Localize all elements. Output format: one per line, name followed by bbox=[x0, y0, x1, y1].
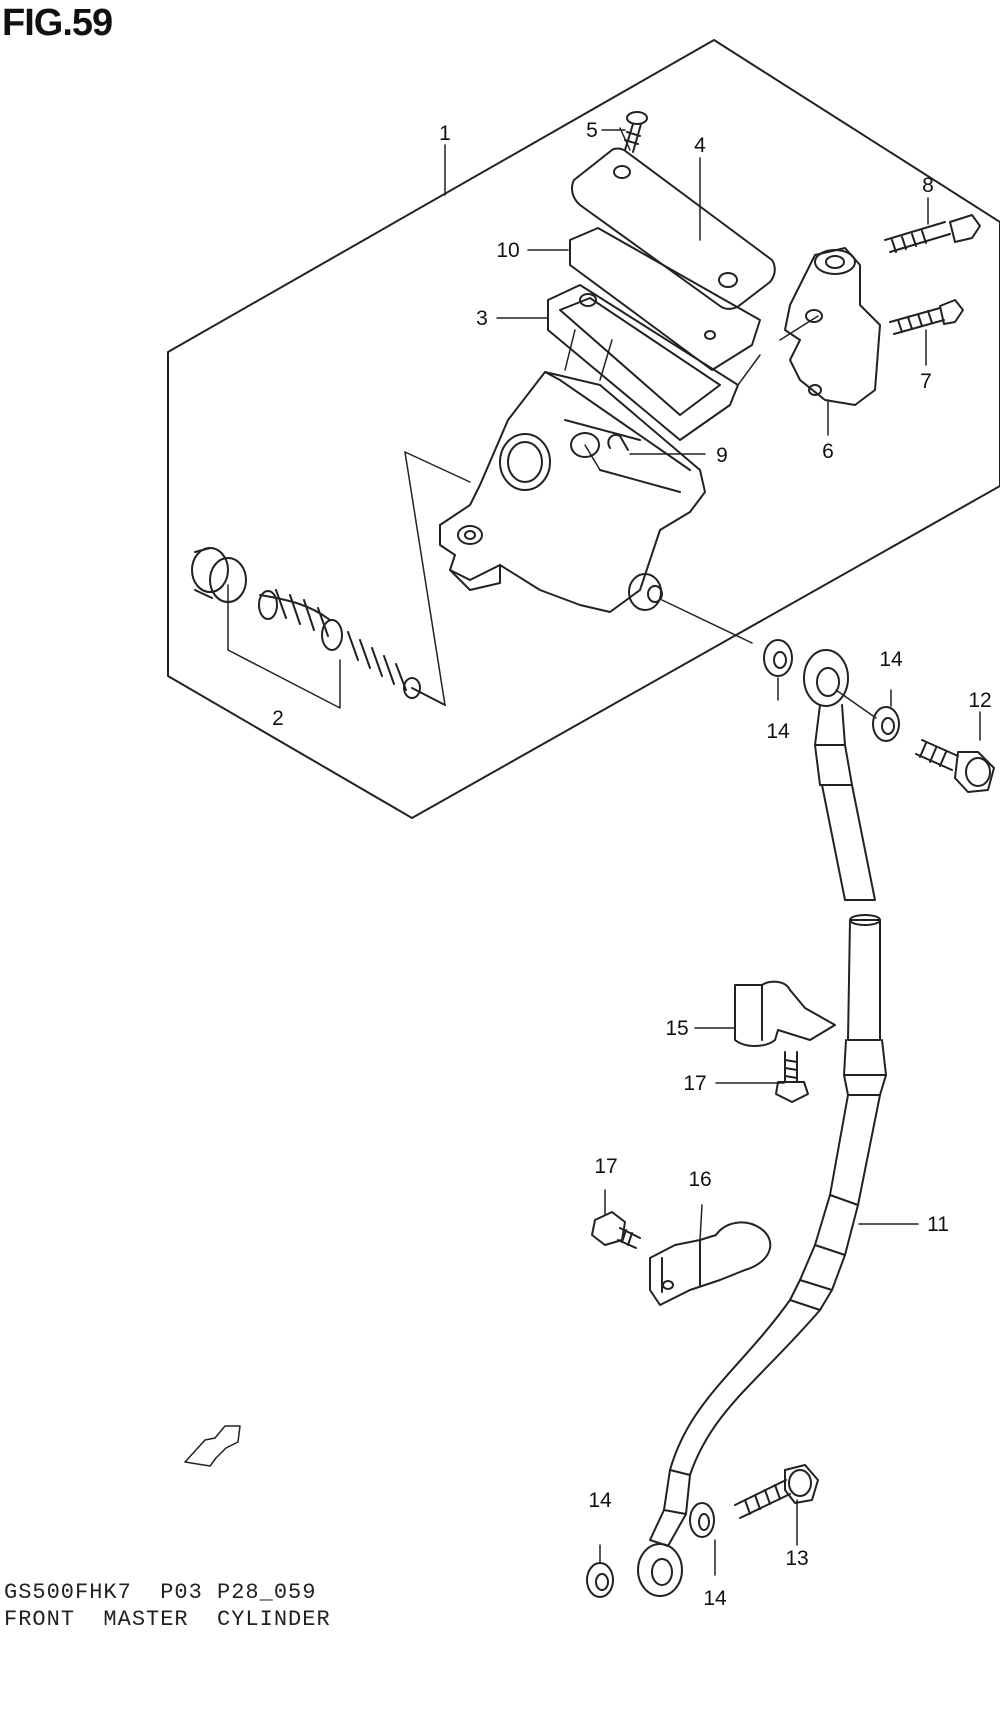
union-bolt-lower bbox=[734, 1464, 819, 1519]
clamp-bolt-upper bbox=[775, 1051, 809, 1103]
callout-labels: 1 2 3 4 5 6 7 8 9 10 11 12 13 14 14 14 1… bbox=[272, 119, 992, 1610]
union-bolt-upper bbox=[915, 739, 995, 793]
hose-clamp bbox=[734, 980, 836, 1047]
callout-11: 11 bbox=[927, 1213, 949, 1236]
reservoir-clip bbox=[607, 434, 629, 451]
callout-5: 5 bbox=[586, 119, 598, 142]
piston-kit bbox=[191, 547, 446, 706]
leader-lines bbox=[227, 129, 981, 1576]
washer-bottom-left bbox=[586, 1562, 614, 1598]
washer-top-left bbox=[763, 639, 793, 677]
brake-hose bbox=[637, 649, 887, 1597]
master-cylinder-holder bbox=[784, 247, 881, 406]
callout-17-left: 17 bbox=[594, 1155, 617, 1178]
reservoir-diaphragm bbox=[569, 227, 761, 371]
callout-12: 12 bbox=[968, 689, 991, 712]
part-name: FRONT MASTER CYLINDER bbox=[4, 1607, 331, 1632]
reservoir-cap bbox=[571, 147, 776, 310]
figure-title: FIG.59 bbox=[2, 2, 113, 44]
callout-2: 2 bbox=[272, 707, 284, 730]
guide-lines bbox=[404, 127, 877, 719]
callout-8: 8 bbox=[922, 174, 934, 197]
washer-bottom-right bbox=[689, 1502, 715, 1538]
callout-17-right: 17 bbox=[683, 1072, 706, 1095]
callout-16: 16 bbox=[688, 1168, 711, 1191]
callout-7: 7 bbox=[920, 370, 932, 393]
cap-screw bbox=[624, 111, 648, 153]
callout-3: 3 bbox=[476, 307, 488, 330]
holder-bolt-lower bbox=[889, 299, 964, 335]
callout-14-bottom-right: 14 bbox=[703, 1587, 727, 1610]
callout-4: 4 bbox=[694, 134, 706, 157]
hose-bracket bbox=[649, 1221, 772, 1306]
washer-top-right bbox=[872, 706, 900, 742]
callout-1: 1 bbox=[439, 122, 451, 145]
callout-9: 9 bbox=[716, 444, 728, 467]
callout-13: 13 bbox=[785, 1547, 808, 1570]
model-code: GS500FHK7 P03 P28_059 bbox=[4, 1580, 317, 1605]
forward-direction-arrow bbox=[184, 1425, 241, 1467]
callout-10: 10 bbox=[496, 239, 519, 262]
callout-6: 6 bbox=[822, 440, 834, 463]
master-cylinder-body bbox=[439, 371, 706, 613]
reservoir-diaphragm-plate bbox=[547, 284, 739, 441]
callout-14-top-right: 14 bbox=[879, 648, 903, 671]
holder-bolt-upper bbox=[884, 214, 981, 253]
callout-14-bottom-left: 14 bbox=[588, 1489, 612, 1512]
callout-14-top-left: 14 bbox=[766, 720, 790, 743]
assembly-boundary bbox=[167, 39, 1000, 819]
clamp-bolt-lower bbox=[591, 1211, 641, 1249]
callout-15: 15 bbox=[665, 1017, 688, 1040]
